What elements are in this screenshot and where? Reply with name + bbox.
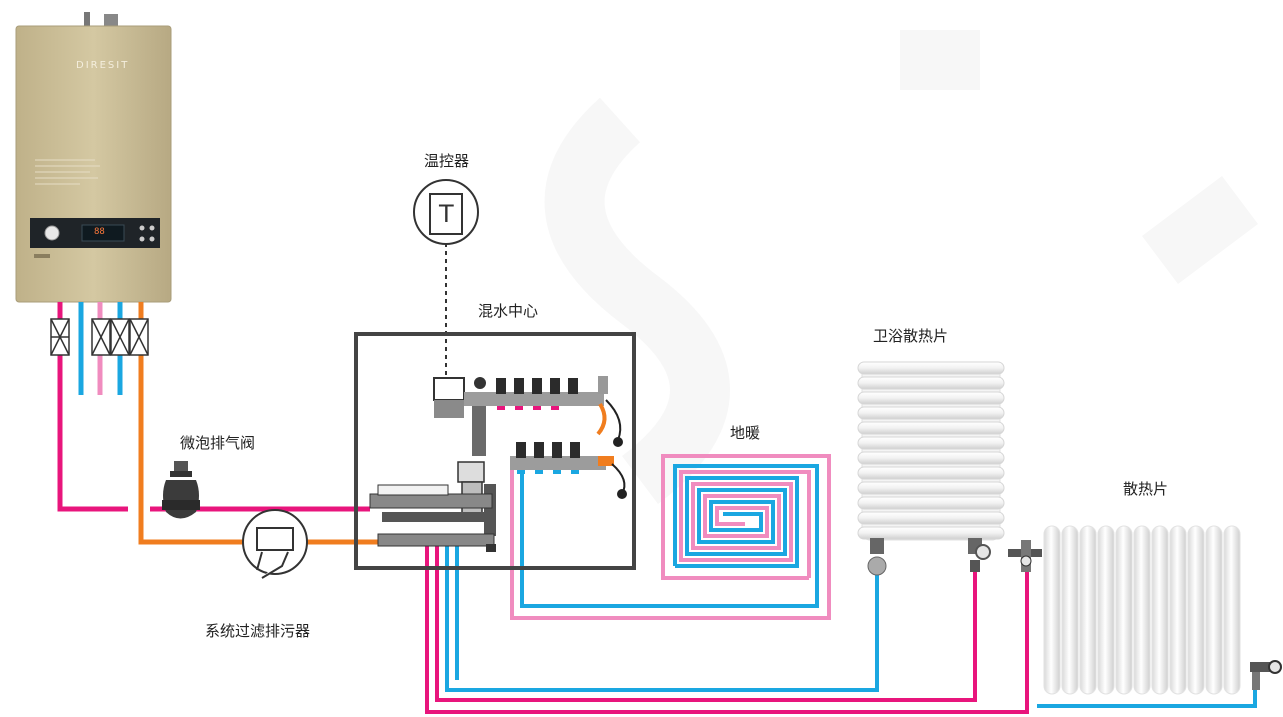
radiator-fin [857,361,1005,375]
thermostat-label: 温控器 [424,152,470,170]
radiator-label: 散热片 [1123,480,1169,498]
supply-manifold-valves [496,378,578,394]
boiler-display [81,224,125,242]
radiator-fin [857,466,1005,480]
supply-manifold-bar [464,392,604,406]
mixing-valve-cap [377,484,449,496]
radiator-fin [857,406,1005,420]
radiator-column [1205,525,1223,695]
thermostat-symbol: T [439,200,454,228]
radiator-fin [857,421,1005,435]
wall-boiler [15,12,172,303]
micro-bubble-air-valve-icon [162,461,200,519]
radiator-fin [857,451,1005,465]
boiler-button-icon [139,225,145,231]
ball-valve-icon [91,318,111,356]
return-manifold-outlets [517,470,579,474]
mixing-valve-bottom [377,533,495,547]
actuator-base [434,400,464,418]
radiator-column [1169,525,1187,695]
floor-heating-coil [675,470,811,578]
drain-cap-icon [617,489,627,499]
boiler-button-icon [149,236,155,242]
manifold-vent [598,376,608,394]
radiator-valve-icon [1008,540,1042,572]
radiator-column [1079,525,1097,695]
boiler-display-value: 88 [94,227,105,237]
floor-heating-pipes [510,454,831,620]
magenta-supply-pipe [57,302,128,512]
watermark [544,30,1258,504]
radiator-column [1151,525,1169,695]
bathroom-radiator-label: 卫浴散热片 [873,327,949,345]
drain-cap-icon [613,437,623,447]
bathroom-radiator-fins [857,361,1005,540]
pump-motor [484,484,496,536]
manifold-fitting [598,456,614,466]
bathroom-radiator [857,361,1005,576]
mixing-valve-top [369,493,493,509]
mixing-valve-mid [382,512,488,522]
radiator-column [1187,525,1205,695]
ball-valve-icon [110,318,130,356]
radiator-column [1097,525,1115,695]
mixing-valve-fitting [486,544,496,552]
radiator-fin [857,376,1005,390]
supply-manifold-outlets [497,406,559,410]
radiator-fin [857,496,1005,510]
radiator-valve-icon [1250,660,1282,690]
radiator-fin [857,511,1005,525]
radiator-column [1043,525,1061,695]
boiler-brand-label: DIRESIT [76,60,130,71]
radiator-valve-icon [968,538,991,572]
radiator-fin [857,391,1005,405]
radiator-column [1115,525,1133,695]
filter-label: 系统过滤排污器 [205,622,311,640]
floor-heating-label: 地暖 [730,424,761,442]
column-radiator [1008,525,1282,695]
radiator-fin [857,481,1005,495]
radiator-column [1061,525,1079,695]
boiler-flue-pipe [84,12,90,26]
boiler-button-icon [139,236,145,242]
return-manifold-bar [510,456,606,470]
manifold-bypass-pipe [596,402,607,436]
radiator-fin [857,526,1005,540]
mixing-center-label: 混水中心 [478,302,539,320]
boiler-valves [50,318,149,356]
mixing-pipe [472,406,486,456]
boiler-button-icon [149,225,155,231]
orange-pipe [138,302,382,545]
pressure-gauge-icon [44,225,60,241]
pump-head [457,461,485,483]
boiler-label-text-lines [35,159,100,185]
boiler-badge [34,254,50,258]
drain-hose [605,399,622,441]
radiator-column [1133,525,1151,695]
boiler-flue-pipe [104,14,118,26]
radiator-fin [857,436,1005,450]
ball-valve-icon [50,318,70,356]
gauge-icon [474,377,486,389]
filter-drain-icon [242,509,308,579]
radiator-column [1223,525,1241,695]
mixing-manifold [369,376,627,552]
ball-valve-icon [129,318,149,356]
actuator-box [433,377,465,401]
micro-bubble-valve-label: 微泡排气阀 [180,434,256,452]
radiator-columns [1043,525,1241,695]
radiator-pipes [425,545,1257,714]
radiator-valve-icon [867,538,887,576]
thermostat-icon [413,179,479,245]
return-manifold-valves [516,442,580,458]
mixing-center-frame [354,332,636,570]
